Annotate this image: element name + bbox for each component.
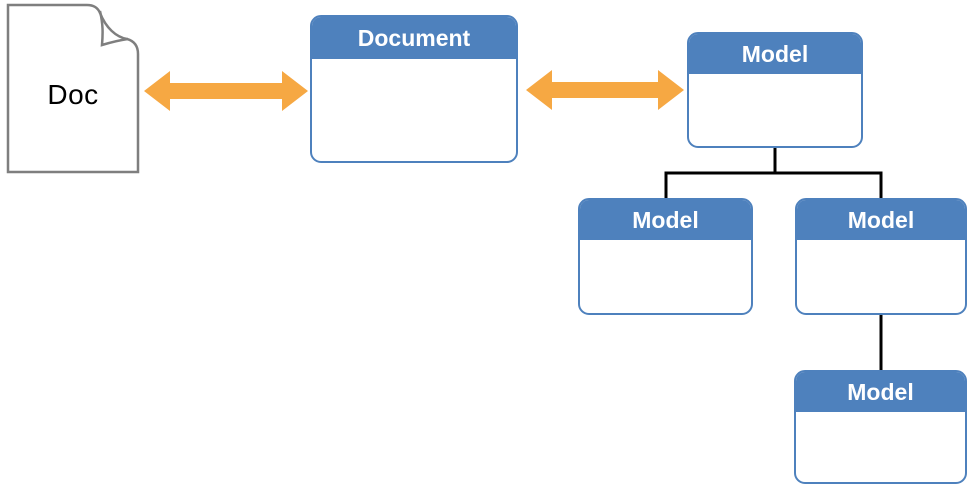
document-model-arrow <box>526 70 684 110</box>
model-child-left-node: Model <box>578 198 753 315</box>
document-node: Document <box>310 15 518 163</box>
doc-label: Doc <box>47 79 99 110</box>
model-grandchild-title: Model <box>796 372 965 412</box>
doc-document-arrow <box>144 71 308 111</box>
model-child-right-title: Model <box>797 200 965 240</box>
model-grandchild-node: Model <box>794 370 967 484</box>
model-root-title: Model <box>689 34 861 74</box>
model-child-left-title: Model <box>580 200 751 240</box>
model-root-node: Model <box>687 32 863 148</box>
document-node-title: Document <box>312 17 516 59</box>
model-child-right-node: Model <box>795 198 967 315</box>
